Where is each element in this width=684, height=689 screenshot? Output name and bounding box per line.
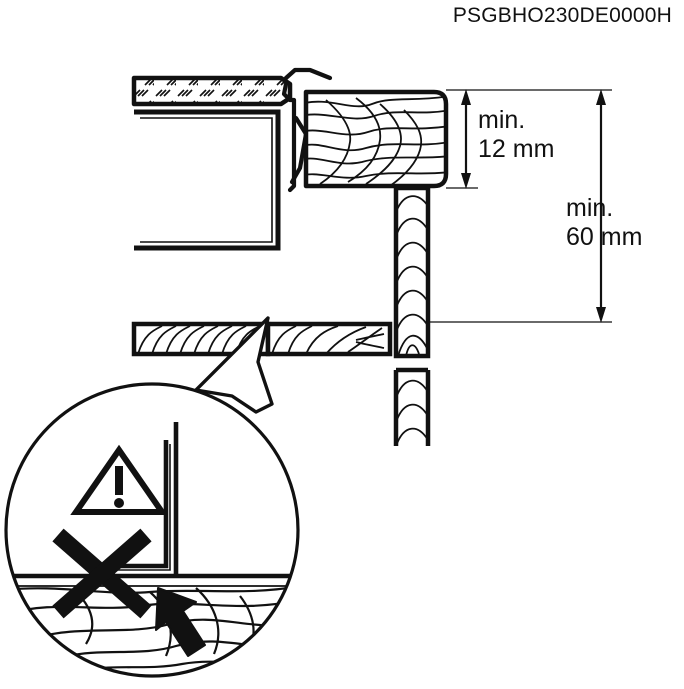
dimension-label-60mm-line2: 60 mm bbox=[566, 223, 642, 251]
retaining-clip-hook bbox=[281, 67, 333, 193]
dimension-arrow-12mm bbox=[461, 89, 471, 189]
wood-block bbox=[303, 89, 449, 189]
dimension-arrow-60mm bbox=[596, 89, 606, 323]
detail-view-magnifier bbox=[4, 382, 300, 678]
page-title: PSGBHO230DE0000H bbox=[452, 4, 672, 27]
dimension-label-12mm-line1: min. bbox=[478, 106, 525, 134]
vertical-wood-strip-lower bbox=[393, 367, 431, 446]
appliance-housing-bracket bbox=[134, 109, 281, 251]
worktop-edge-hatched bbox=[131, 75, 293, 107]
warning-triangle-icon bbox=[70, 444, 168, 515]
arrow-pointer-icon bbox=[155, 587, 206, 657]
floor-surface-line bbox=[6, 573, 298, 587]
dimension-label-12mm-line2: 12 mm bbox=[478, 135, 554, 163]
dimension-label-60mm-line1: min. bbox=[566, 194, 613, 222]
cross-x-prohibition-icon bbox=[52, 528, 152, 619]
lower-wood-beam bbox=[131, 321, 393, 357]
vertical-wood-strip-upper bbox=[393, 185, 431, 359]
dimension-network bbox=[396, 89, 612, 323]
